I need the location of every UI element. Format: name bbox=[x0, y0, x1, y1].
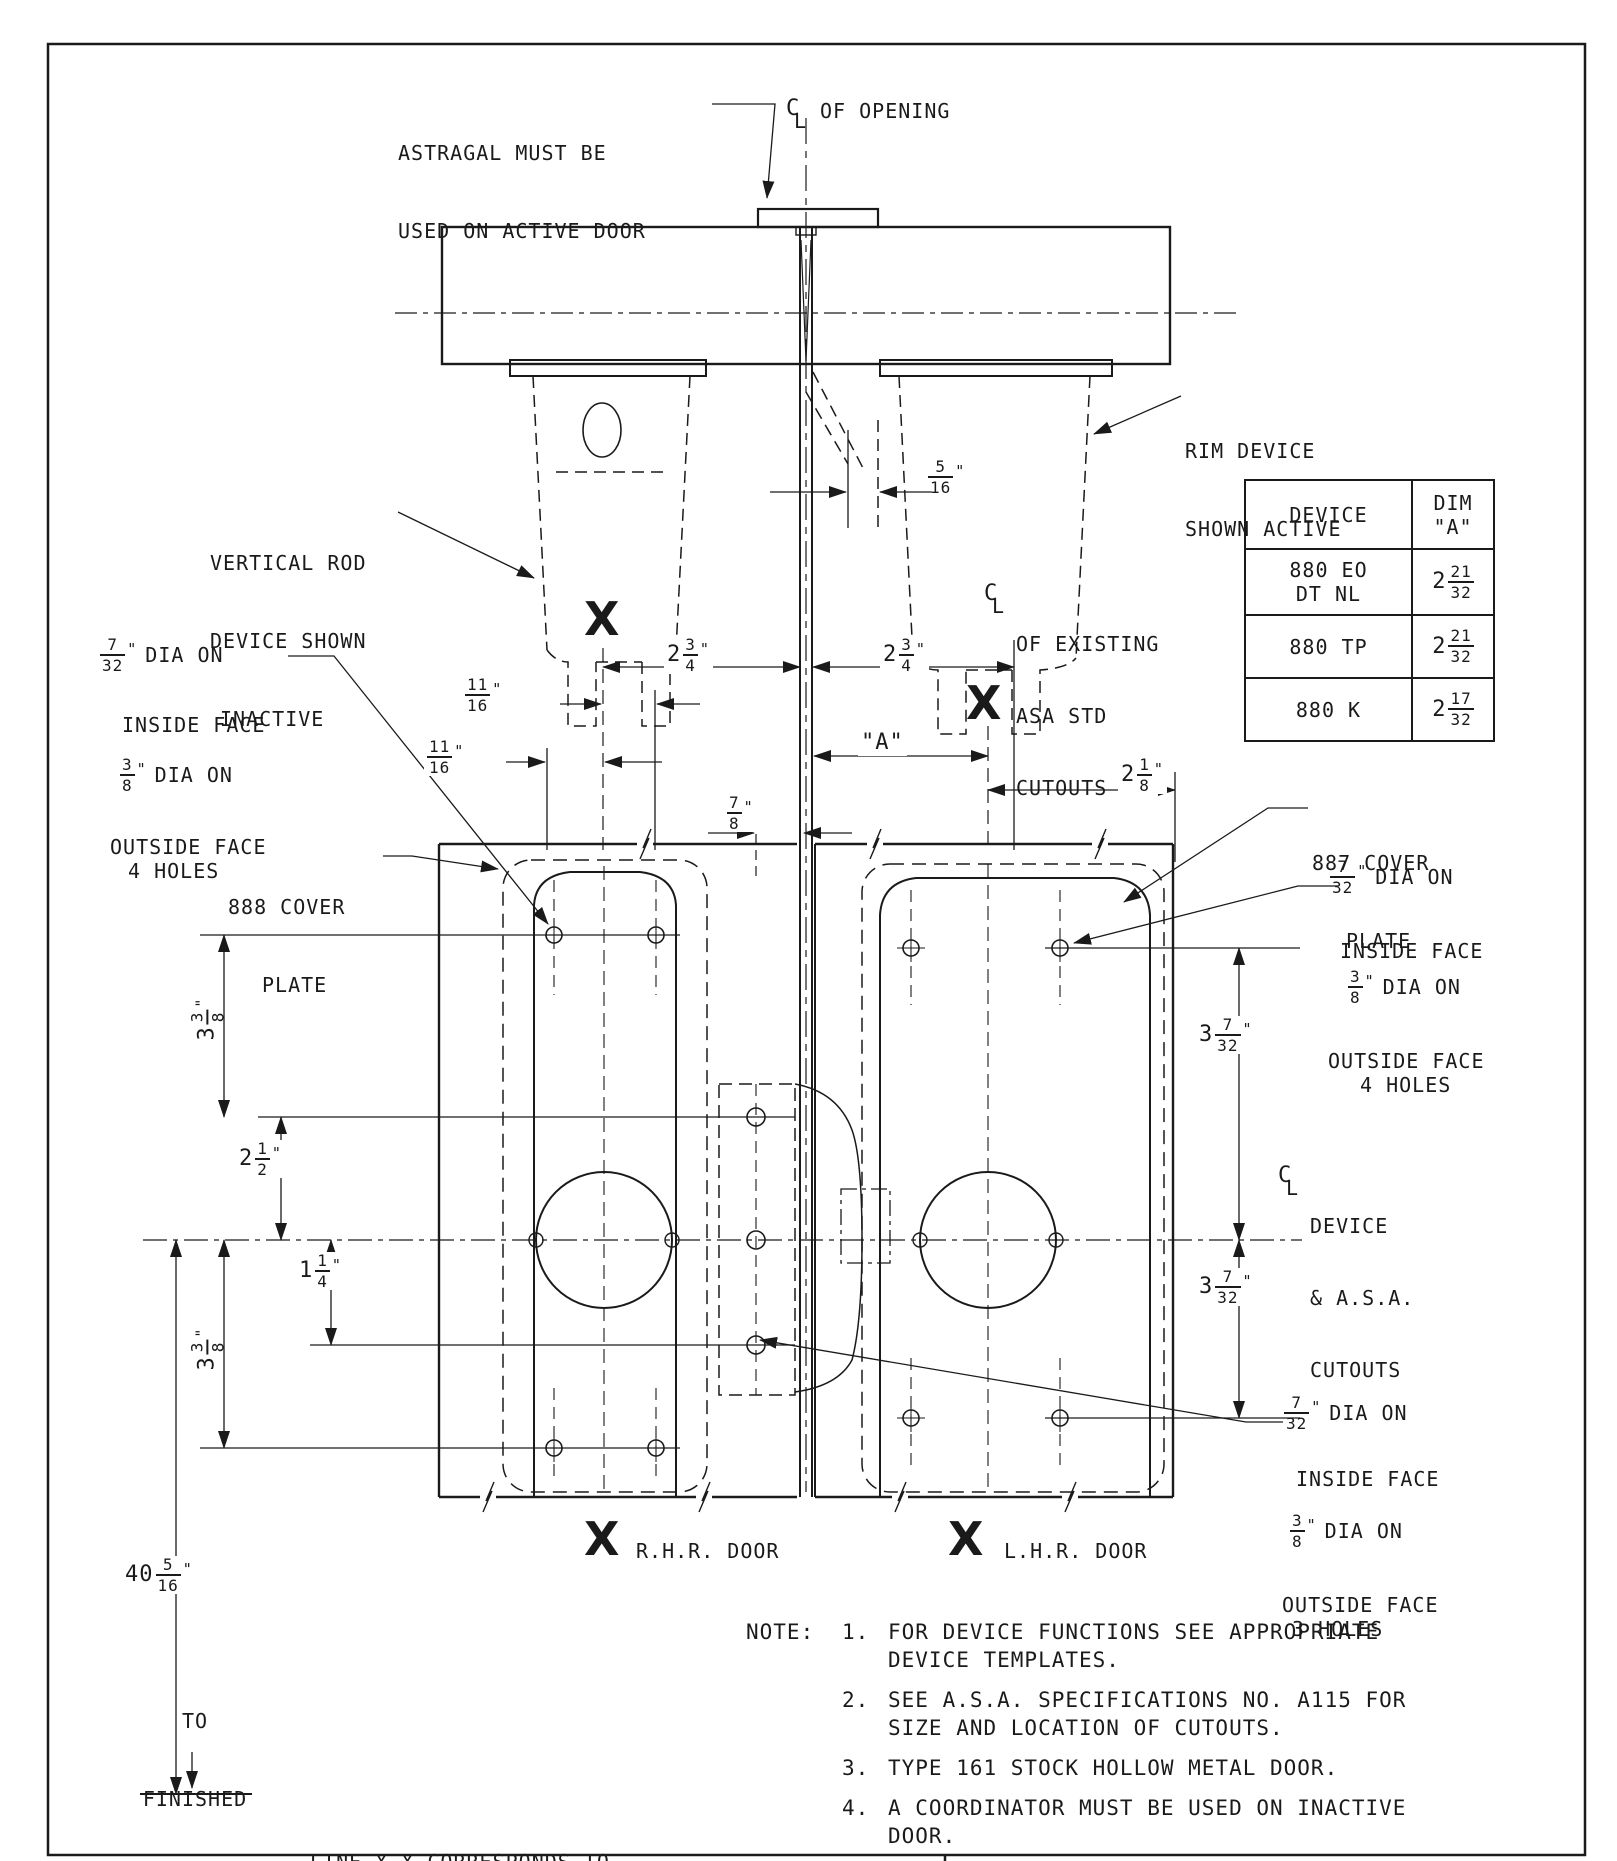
centerline-icon: C L bbox=[984, 581, 1006, 619]
to-finished-floor-label: TO FINISHED FLOOR bbox=[142, 1709, 248, 1811]
note-item: 3. TYPE 161 STOCK HOLLOW METAL DOOR. bbox=[842, 1756, 1339, 1780]
table-row-device: 880 K bbox=[1246, 679, 1413, 740]
centerline-existing-cutouts-label: C L OF EXISTING ASA STD CUTOUTS bbox=[984, 581, 1160, 801]
notes-title: NOTE: bbox=[746, 1620, 815, 1644]
section-x-mark: X bbox=[948, 1512, 984, 1566]
section-x-mark: X bbox=[584, 1512, 620, 1566]
table-header-device: DEVICE bbox=[1246, 481, 1413, 550]
note-item: NOTE: 1. FOR DEVICE FUNCTIONS SEE APPROP… bbox=[746, 1620, 1380, 1672]
lhr-door-label: L.H.R. DOOR bbox=[1004, 1539, 1148, 1563]
note-item: 4. A COORDINATOR MUST BE USED ON INACTIV… bbox=[842, 1796, 1407, 1848]
inside-face-label: INSIDE FACE bbox=[1296, 1467, 1440, 1491]
rhr-door-label: R.H.R. DOOR bbox=[636, 1539, 780, 1563]
rim-device-note: RIM DEVICE SHOWN ACTIVE bbox=[1185, 439, 1342, 541]
inside-face-label: INSIDE FACE bbox=[122, 713, 266, 737]
centerline-of-opening-label: C L OF OPENING bbox=[786, 96, 951, 133]
cover-plate-887-label: 887 COVER PLATE bbox=[1312, 851, 1430, 953]
vertical-rod-note: VERTICAL ROD DEVICE SHOWN INACTIVE bbox=[210, 551, 367, 731]
centerline-icon: C L bbox=[1278, 1163, 1300, 1201]
astragal-note: ASTRAGAL MUST BE USED ON ACTIVE DOOR bbox=[398, 141, 646, 243]
table-header-dim: DIM "A" bbox=[1413, 481, 1493, 550]
section-x-mark: X bbox=[584, 592, 620, 646]
centerline-icon: C L bbox=[786, 96, 808, 133]
outside-face-label: OUTSIDE FACE bbox=[1328, 1049, 1485, 1073]
holes-count-label: 3 HOLES bbox=[1292, 1617, 1384, 1641]
table-row-device: 880 EO DT NL bbox=[1246, 550, 1413, 616]
holes-count-label: 4 HOLES bbox=[1360, 1073, 1452, 1097]
cover-plate-888-label: 888 COVER PLATE bbox=[228, 895, 346, 997]
notes-block: NOTE: 1. FOR DEVICE FUNCTIONS SEE APPROP… bbox=[746, 1618, 1576, 1861]
outside-face-label: OUTSIDE FACE bbox=[110, 835, 267, 859]
inside-face-label: INSIDE FACE bbox=[1340, 939, 1484, 963]
note-item: 2. SEE A.S.A. SPECIFICATIONS NO. A115 FO… bbox=[842, 1688, 1407, 1740]
dim-a: "A" bbox=[858, 730, 907, 756]
section-x-mark: X bbox=[966, 676, 1002, 730]
outside-face-label: OUTSIDE FACE bbox=[1282, 1593, 1439, 1617]
holes-count-label: 4 HOLES bbox=[128, 859, 220, 883]
centerline-device-cutouts-label: C L DEVICE & A.S.A. CUTOUTS bbox=[1278, 1163, 1415, 1383]
table-row-device: 880 TP bbox=[1246, 616, 1413, 679]
line-xx-note: LINE X-X CORRESPONDS TO LINE X-X ON DEVI… bbox=[310, 1792, 662, 1861]
